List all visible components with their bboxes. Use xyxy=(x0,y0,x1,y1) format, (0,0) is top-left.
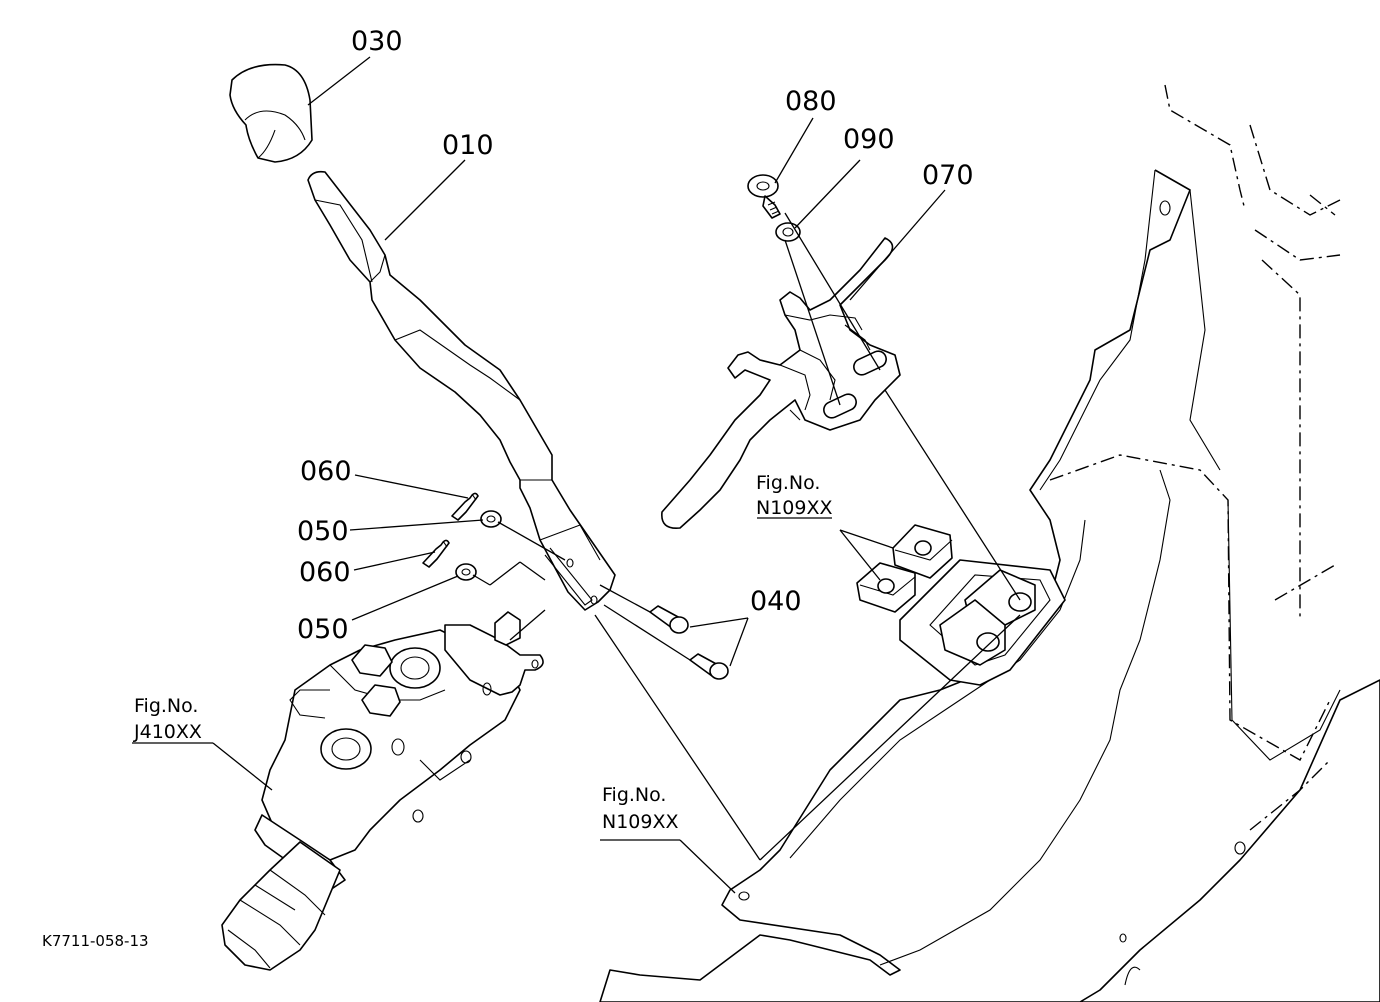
cotter-pin-060-lower xyxy=(422,539,450,568)
cotter-pin-060-upper xyxy=(451,492,479,521)
lever-010 xyxy=(307,170,616,611)
fender-panel xyxy=(599,169,1380,1002)
washer-050-upper xyxy=(480,510,502,528)
fig-ref-lower-center-prefix: Fig.No. xyxy=(602,784,666,806)
control-valve xyxy=(221,611,544,971)
drawing-code: K7711-058-13 xyxy=(42,932,149,950)
knob-030 xyxy=(229,63,313,163)
fig-ref-upper-right-prefix: Fig.No. xyxy=(756,472,820,494)
fig-ref-lower-center-number: N109XX xyxy=(602,811,679,833)
washer-050-lower xyxy=(455,563,477,581)
fig-ref-lower-left-prefix: Fig.No. xyxy=(134,695,198,717)
callout-060-lower: 060 xyxy=(299,557,351,588)
assembly-lines xyxy=(472,212,1021,861)
callout-050-upper: 050 xyxy=(297,516,349,547)
callout-010: 010 xyxy=(442,130,494,161)
bolt-080 xyxy=(747,174,781,219)
leader-lines xyxy=(132,56,946,894)
callout-040: 040 xyxy=(750,586,802,617)
mounting-plate xyxy=(899,559,1066,686)
callout-090: 090 xyxy=(843,124,895,155)
lever-guide-070 xyxy=(661,237,901,529)
callout-050-lower: 050 xyxy=(297,614,349,645)
callout-080: 080 xyxy=(785,86,837,117)
pin-040-upper xyxy=(649,605,689,634)
clip-nut-lower xyxy=(856,562,916,613)
callout-070: 070 xyxy=(922,160,974,191)
fig-ref-upper-right-number: N109XX xyxy=(756,497,833,519)
callout-060-upper: 060 xyxy=(300,456,352,487)
clip-nut-upper xyxy=(892,524,953,579)
fig-ref-lower-left-number: J410XX xyxy=(133,721,202,743)
fender-panel-outline xyxy=(1049,84,1341,831)
pin-040-lower xyxy=(689,653,729,680)
callout-030: 030 xyxy=(351,26,403,57)
